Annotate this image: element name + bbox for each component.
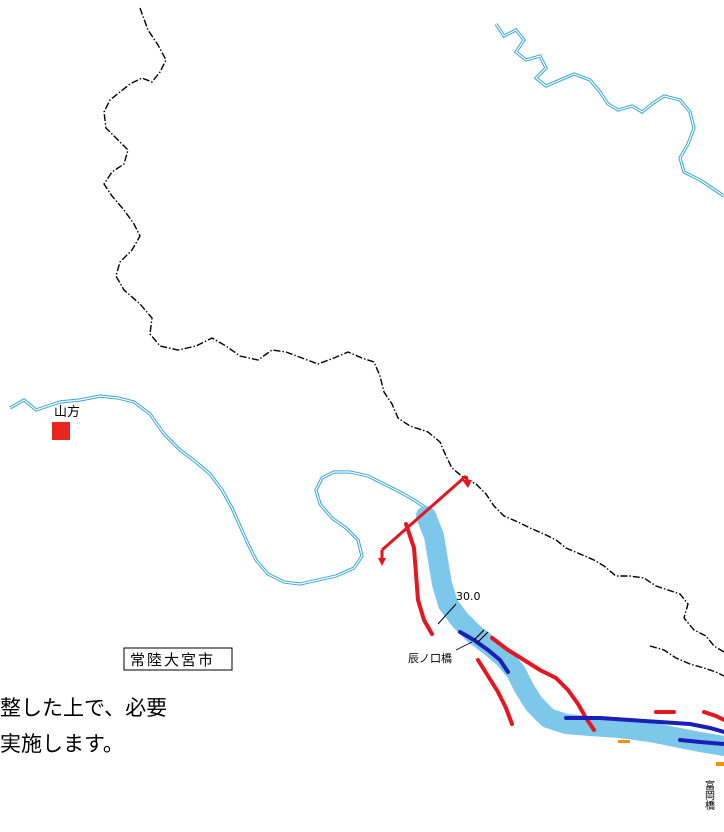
river-main-channel — [416, 506, 724, 756]
note-line-1: 整した上で、必要 — [0, 696, 168, 720]
city-label-box — [123, 647, 233, 671]
levee-right — [490, 636, 596, 732]
bridge-symbol-icon — [473, 629, 489, 643]
levee-left-upper — [404, 522, 434, 636]
station-square-icon — [52, 422, 70, 440]
embankment-blue-upper — [458, 630, 510, 674]
embankment-blue-lower-2 — [678, 738, 724, 746]
levee-edge — [702, 710, 724, 722]
arrow-up-icon — [462, 480, 472, 488]
city-label: 常陸大宮市 — [130, 651, 215, 669]
municipal-boundary-branch — [649, 645, 724, 677]
arrow-down-icon — [378, 558, 386, 566]
distance-marker-leader — [437, 603, 457, 625]
station-label: 山方 — [54, 404, 80, 420]
note-line-2: 実施します。 — [0, 732, 124, 756]
embankment-blue-lower — [564, 716, 724, 734]
bridge-label-tomioka: 富岡橋 — [703, 779, 715, 811]
municipal-boundary — [103, 7, 724, 653]
marker-orange — [618, 740, 630, 743]
note-text: 整した上で、必要 実施します。 — [0, 690, 167, 762]
levee-left-lower — [476, 658, 514, 726]
cross-section-line — [378, 474, 472, 566]
bridge-label-tatsunokuchi: 辰ノ口橋 — [408, 651, 452, 665]
upper-tributary — [494, 23, 724, 198]
marker-orange-edge — [716, 762, 724, 766]
river-outline — [9, 394, 437, 586]
distance-marker-label: 30.0 — [456, 590, 481, 603]
